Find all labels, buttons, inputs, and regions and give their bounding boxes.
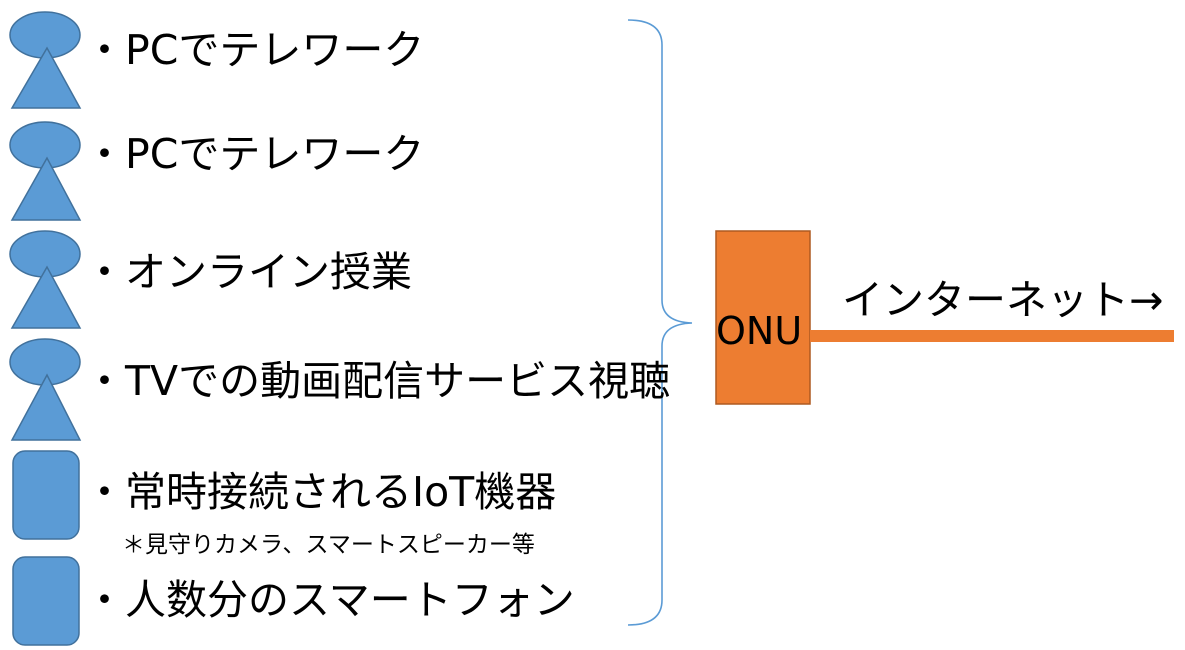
person-icon bbox=[9, 338, 82, 441]
internet-label: インターネット→ bbox=[842, 276, 1164, 324]
item-note: ＊見守りカメラ、スマートスピーカー等 bbox=[122, 532, 535, 558]
item-label: ・PCでテレワーク bbox=[84, 130, 425, 178]
item-label: ・PCでテレワーク bbox=[84, 26, 425, 74]
internet-line bbox=[810, 330, 1174, 342]
onu-label: ONU bbox=[716, 309, 803, 353]
item-label: ・TVでの動画配信サービス視聴 bbox=[84, 357, 671, 405]
device-icon bbox=[12, 556, 80, 646]
device-icon bbox=[12, 450, 80, 540]
item-label: ・オンライン授業 bbox=[84, 248, 412, 296]
person-icon bbox=[9, 121, 82, 221]
grouping-brace bbox=[627, 19, 693, 626]
person-icon bbox=[9, 11, 82, 109]
person-icon bbox=[9, 230, 82, 329]
item-label: ・人数分のスマートフォン bbox=[84, 576, 575, 624]
onu-box bbox=[715, 230, 811, 405]
item-label: ・常時接続されるIoT機器 bbox=[84, 468, 557, 516]
